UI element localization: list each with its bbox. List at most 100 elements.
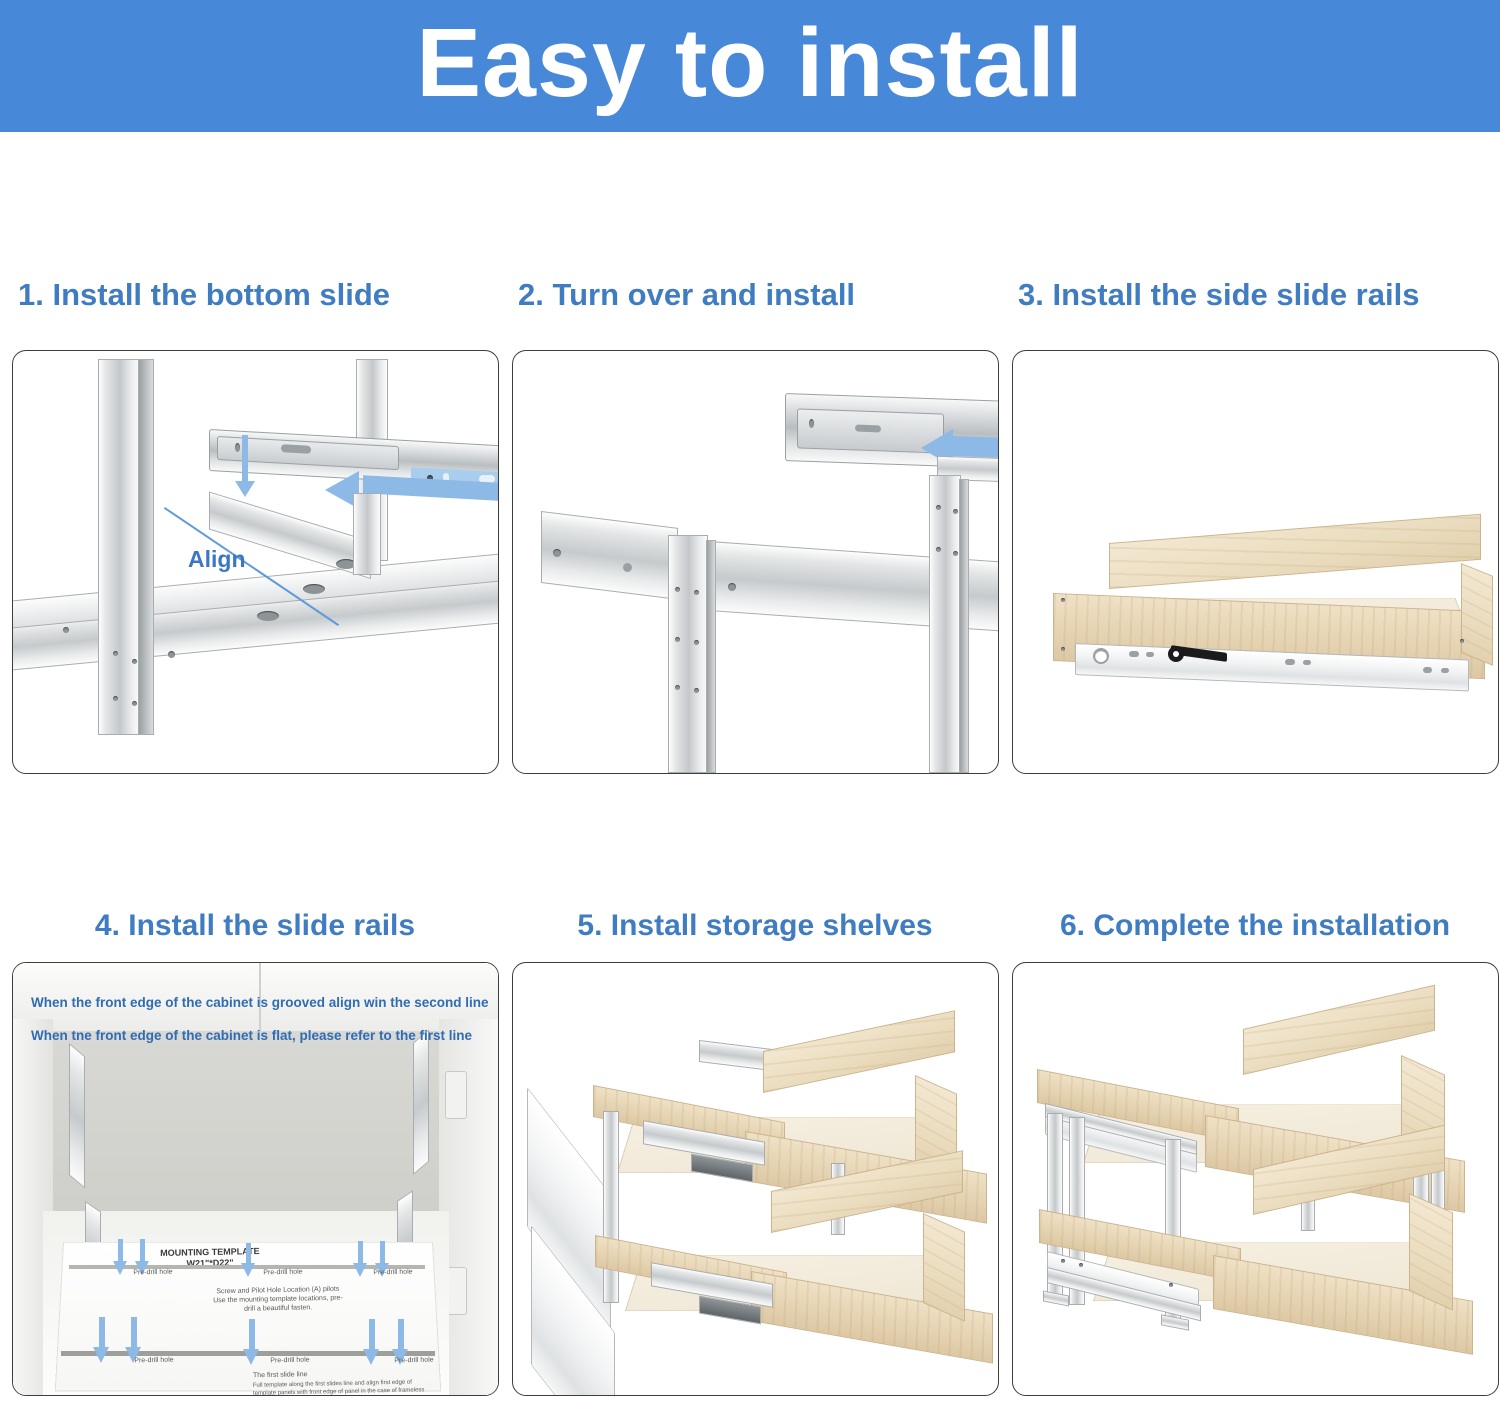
step-5-title: 5. Install storage shelves (577, 909, 933, 942)
screw-arrow-head (241, 1263, 255, 1277)
foot-left (1043, 1290, 1069, 1307)
post-hole (694, 640, 699, 645)
post-hole (132, 659, 137, 664)
post-hole (132, 701, 137, 706)
frame-bar-left (541, 511, 678, 600)
screw-arrow-head (93, 1347, 109, 1363)
lower-tray-right-panel (923, 1213, 965, 1322)
rail-slot (1441, 668, 1449, 673)
screw-arrow-shaft (246, 1243, 251, 1267)
screw-caption: Pre-drill hole (270, 1356, 310, 1365)
screw-arrow-shaft (358, 1241, 363, 1267)
cabinet-edge-note-line1: When the front edge of the cabinet is gr… (31, 995, 489, 1011)
mount-hole (1061, 1259, 1065, 1263)
steps-row-top: 1. Install the bottom slide rail and U-s… (0, 132, 1500, 780)
sticker-slot (479, 475, 495, 483)
left-arrow-shaft (951, 435, 998, 459)
bracket-hole (303, 584, 325, 594)
step-4-title: 4. Install the slide rails (94, 909, 416, 942)
post-hole (694, 590, 699, 595)
lower-tray-right-panel (1409, 1193, 1453, 1311)
first-slide-line-note: Full template along the first slides lin… (252, 1379, 425, 1396)
screw-caption: Pre-drill hole (394, 1356, 434, 1365)
screw-arrow-shaft (369, 1319, 375, 1353)
step-2-title-line1: 2. Turn over and install (518, 277, 856, 313)
screw-arrow-shaft (118, 1239, 123, 1265)
left-slide-rail-upper (69, 1043, 85, 1189)
cabinet-frame-seam (259, 963, 261, 1031)
right-post-edge (959, 479, 969, 773)
align-label: Align (188, 546, 246, 572)
screw-caption: Pre-drill hole (263, 1268, 303, 1277)
rail-slot (1285, 659, 1295, 665)
post-hole (113, 696, 118, 701)
bar-hole (728, 583, 736, 591)
bracket-hole (257, 611, 279, 621)
frame-hole (168, 651, 175, 658)
down-arrow-shaft (242, 435, 248, 485)
rail-slot (1146, 652, 1154, 657)
left-vertical-post (98, 359, 140, 735)
cabinet-edge-note-line2: When tne front edge of the cabinet is fl… (31, 1028, 473, 1044)
post-hole (953, 551, 958, 556)
screw-arrow-shaft (380, 1241, 385, 1267)
post-hole (675, 587, 680, 592)
slide-rail-slot (281, 444, 311, 454)
left-connector-post (603, 1111, 619, 1303)
cabinet-back-panel (51, 1031, 441, 1221)
post-hole (113, 651, 118, 656)
step-6-title: 6. Complete the installation (1059, 909, 1451, 942)
mount-hole (1079, 1263, 1083, 1267)
right-vertical-post (929, 475, 961, 773)
frame-hole (63, 627, 69, 633)
tray-right-panel (1461, 563, 1493, 666)
rail-slot (1303, 660, 1311, 665)
screw-arrow-shaft (249, 1319, 255, 1353)
left-vertical-post (668, 535, 708, 773)
tray-screw (1460, 639, 1464, 643)
tray-screw (1061, 598, 1065, 602)
screw-arrow-head (392, 1349, 408, 1365)
post-hole (936, 505, 941, 510)
screw-arrow-shaft (99, 1317, 105, 1351)
tray-back-panel (1109, 513, 1481, 589)
step-3-title-line1: 3. Install the side slide rails (1018, 277, 1420, 313)
post-hole (675, 685, 680, 690)
steps-grid: 1. Install the bottom slide rail and U-s… (0, 132, 1500, 1402)
rail-slot (1423, 667, 1432, 673)
cabinet-edge-note: When the front edge of the cabinet is gr… (31, 979, 491, 1045)
step-1-title-line1: 1. Install the bottom slide (18, 277, 391, 313)
slide-rail-hole (235, 443, 240, 452)
step-3-image (1012, 350, 1499, 774)
mount-hole (1169, 1283, 1173, 1287)
step-4-image: MOUNTING TEMPLATE W21"*D22" Screw and Pi… (12, 962, 499, 1396)
bar-slot (623, 563, 632, 572)
slide-rail-hole (809, 419, 814, 428)
header-banner: Easy to install (0, 0, 1500, 132)
template-small-note: Screw and Pilot Hole Location (A) pilots… (213, 1285, 343, 1313)
screw-arrow-shaft (398, 1319, 404, 1353)
screw-caption: Pre-drill hole (133, 1268, 173, 1277)
rail-eyelet (1093, 648, 1109, 664)
sticker-slot (443, 473, 449, 484)
right-slide-rail-upper (413, 1029, 429, 1175)
screw-arrow-head (353, 1263, 367, 1277)
down-arrow-head (235, 481, 255, 497)
step-5-image (512, 962, 999, 1396)
step-6-image (1012, 962, 1499, 1396)
post-hole (694, 688, 699, 693)
left-post-edge (706, 540, 716, 773)
screw-arrow-shaft (131, 1317, 137, 1351)
tray-screw (1061, 647, 1065, 651)
u-bracket-upright (353, 493, 381, 575)
step-1-image: Align (12, 350, 499, 774)
template-line-1: MOUNTING TEMPLATE (160, 1245, 260, 1259)
rail-slot (1129, 651, 1139, 657)
screw-arrow-head (363, 1349, 379, 1365)
bracket-hole (336, 559, 356, 569)
steps-row-bottom: 4. Install the slide rails (0, 780, 1500, 1402)
screw-arrow-head (375, 1263, 389, 1277)
left-post-edge (138, 359, 154, 735)
screw-arrow-shaft (140, 1239, 145, 1265)
step-2-image (512, 350, 999, 774)
